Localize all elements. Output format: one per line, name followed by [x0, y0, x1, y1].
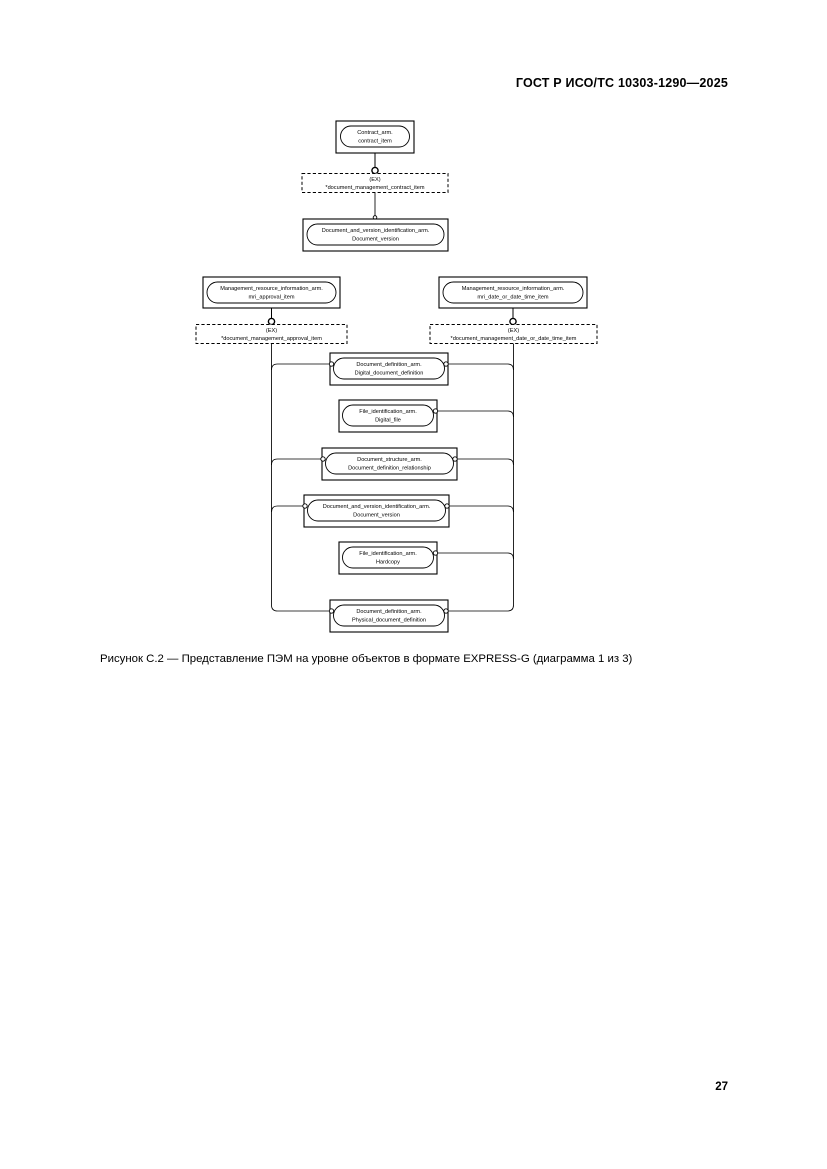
ex-box-approval-item-tag: (EX) [266, 328, 277, 334]
entity-contract-item[interactable]: Contract_arm. contract_item [335, 120, 415, 154]
entity-document-definition-relationship[interactable]: Document_structure_arm. Document_definit… [320, 447, 458, 481]
entity-document-definition-relationship-schema: Document_structure_arm. [357, 457, 422, 463]
entity-mri-approval-item-name: mri_approval_item [248, 294, 294, 300]
entity-physical-document-definition-name: Physical_document_definition [352, 617, 426, 623]
connector-right-bus [438, 343, 514, 612]
entity-mri-date-schema: Management_resource_information_arm. [462, 286, 565, 292]
entity-document-version-mid[interactable]: Document_and_version_identification_arm.… [302, 494, 450, 528]
connector-left-bus [271, 343, 329, 612]
ex-box-date-tag: (EX) [508, 328, 519, 334]
figure-caption: Рисунок С.2 — Представление ПЭМ на уровн… [100, 653, 633, 665]
entity-physical-document-definition-schema: Document_definition_arm. [356, 609, 422, 615]
entity-document-version-mid-name: Document_version [353, 512, 400, 518]
ex-box-contract-item-tag: (EX) [369, 177, 380, 183]
entity-hardcopy[interactable]: File_identification_arm. Hardcopy [338, 541, 439, 575]
ex-box-approval-item-name: *document_management_approval_item [221, 336, 322, 342]
entity-contract-item-schema: Contract_arm. [357, 130, 393, 136]
entity-hardcopy-name: Hardcopy [376, 559, 400, 565]
entity-digital-file-name: Digital_file [375, 417, 401, 423]
ex-box-date-or-date-time-item[interactable]: (EX) *document_management_date_or_date_t… [429, 324, 598, 344]
ex-box-contract-item-name: *document_management_contract_item [325, 185, 425, 191]
express-g-diagram: Contract_arm. contract_item (EX) *docume… [100, 108, 727, 638]
page-title: ГОСТ Р ИСО/ТС 10303-1290—2025 [515, 76, 728, 90]
entity-document-version-top-name: Document_version [352, 236, 399, 242]
entity-mri-date-or-date-time-item[interactable]: Management_resource_information_arm. mri… [438, 276, 588, 309]
entity-physical-document-definition[interactable]: Document_definition_arm. Physical_docume… [328, 599, 449, 633]
entity-mri-approval-item-schema: Management_resource_information_arm. [220, 286, 323, 292]
ex-box-date-name: *document_management_date_or_date_time_i… [451, 336, 577, 342]
connector-date-to-ex [509, 308, 517, 326]
entity-contract-item-name: contract_item [358, 138, 392, 144]
page-number: 27 [715, 1081, 728, 1093]
entity-mri-date-name: mri_date_or_date_time_item [477, 294, 549, 300]
connector-ex-to-document-version [372, 192, 378, 220]
entity-mri-approval-item[interactable]: Management_resource_information_arm. mri… [202, 276, 341, 309]
entity-digital-document-definition-name: Digital_document_definition [355, 370, 424, 376]
entity-digital-document-definition[interactable]: Document_definition_arm. Digital_documen… [328, 352, 449, 386]
ex-box-approval-item[interactable]: (EX) *document_management_approval_item [195, 324, 348, 344]
connector-contract-to-ex [371, 153, 379, 175]
entity-digital-file[interactable]: File_identification_arm. Digital_file [338, 399, 439, 433]
entity-hardcopy-schema: File_identification_arm. [359, 551, 417, 557]
connector-approval-to-ex [267, 308, 276, 326]
entity-document-definition-relationship-name: Document_definition_relationship [348, 465, 431, 471]
entity-document-version-top[interactable]: Document_and_version_identification_arm.… [302, 218, 449, 252]
ex-box-contract-item[interactable]: (EX) *document_management_contract_item [301, 173, 449, 193]
entity-document-version-top-schema: Document_and_version_identification_arm. [322, 228, 430, 234]
entity-digital-document-definition-schema: Document_definition_arm. [356, 362, 422, 368]
entity-digital-file-schema: File_identification_arm. [359, 409, 417, 415]
entity-document-version-mid-schema: Document_and_version_identification_arm. [323, 504, 431, 510]
